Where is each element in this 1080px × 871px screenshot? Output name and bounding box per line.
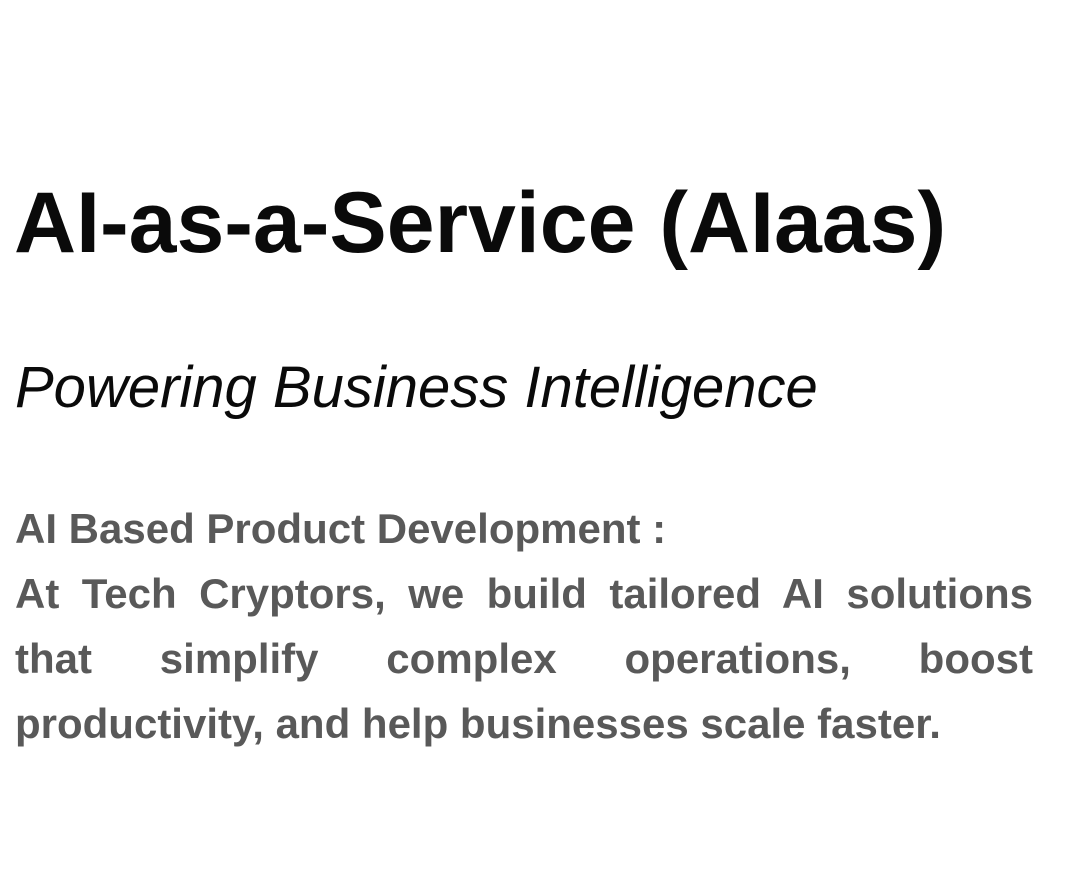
section-heading: AI Based Product Development : xyxy=(15,505,667,552)
page-subtitle: Powering Business Intelligence xyxy=(15,355,818,420)
page-title: AI-as-a-Service (AIaas) xyxy=(14,175,947,271)
product-development-section: AI Based Product Development : At Tech C… xyxy=(15,496,1033,756)
section-body-text: At Tech Cryptors, we build tailored AI s… xyxy=(15,570,1033,747)
